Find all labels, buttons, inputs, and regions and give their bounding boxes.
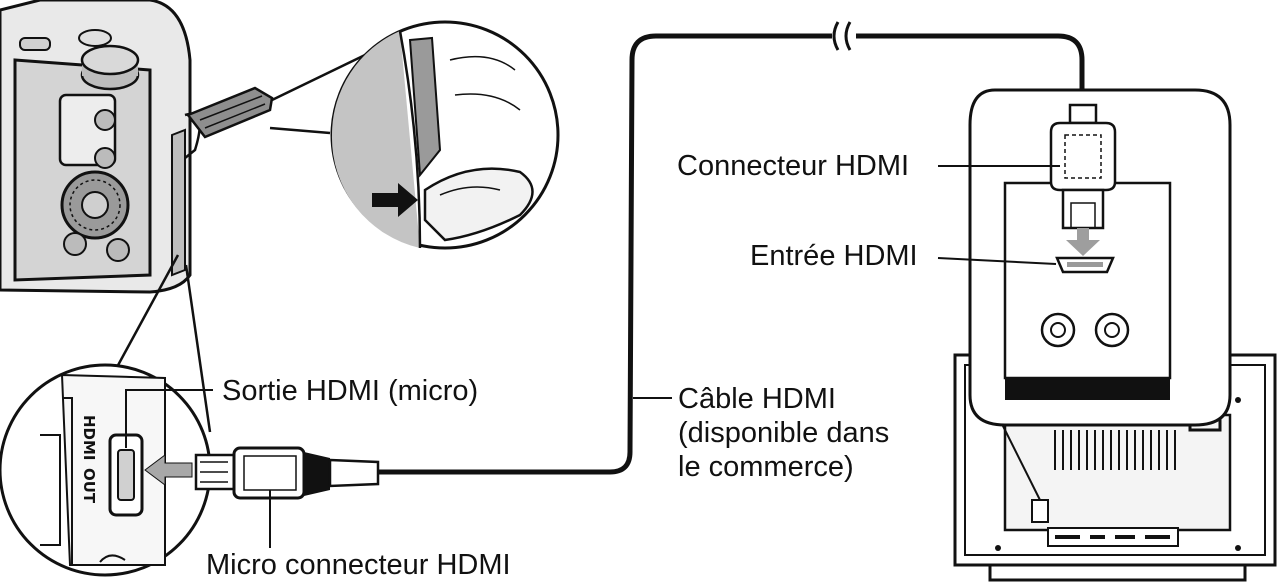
label-micro-connecteur-hdmi: Micro connecteur HDMI	[206, 549, 511, 581]
micro-hdmi-connector	[194, 446, 380, 500]
label-cable-hdmi-line1: Câble HDMI	[678, 383, 836, 415]
label-sortie-hdmi-micro: Sortie HDMI (micro)	[222, 375, 478, 407]
hdmi-cable	[378, 33, 1085, 475]
push-arrow-icon	[372, 183, 418, 217]
label-connecteur-hdmi: Connecteur HDMI	[677, 150, 909, 182]
camera-illustration	[0, 0, 274, 294]
insert-arrow-icon	[144, 454, 193, 486]
down-arrow-icon	[1066, 228, 1100, 256]
hdmi-out-port-zoom: HDMI OUT	[0, 363, 212, 577]
port-marking-out: OUT	[80, 468, 98, 504]
port-marking-hdmi: HDMI	[80, 415, 98, 461]
cover-opening-zoom	[269, 20, 560, 250]
label-cable-hdmi-line3: le commerce)	[678, 451, 854, 483]
tv-hdmi-connector	[1049, 103, 1117, 230]
label-cable-hdmi-line2: (disponible dans	[678, 417, 889, 449]
leader-entree-hdmi	[937, 257, 1057, 265]
label-entree-hdmi: Entrée HDMI	[750, 240, 918, 272]
cable-break-icon	[832, 21, 856, 51]
leader-sortie-hdmi-micro	[125, 389, 213, 448]
